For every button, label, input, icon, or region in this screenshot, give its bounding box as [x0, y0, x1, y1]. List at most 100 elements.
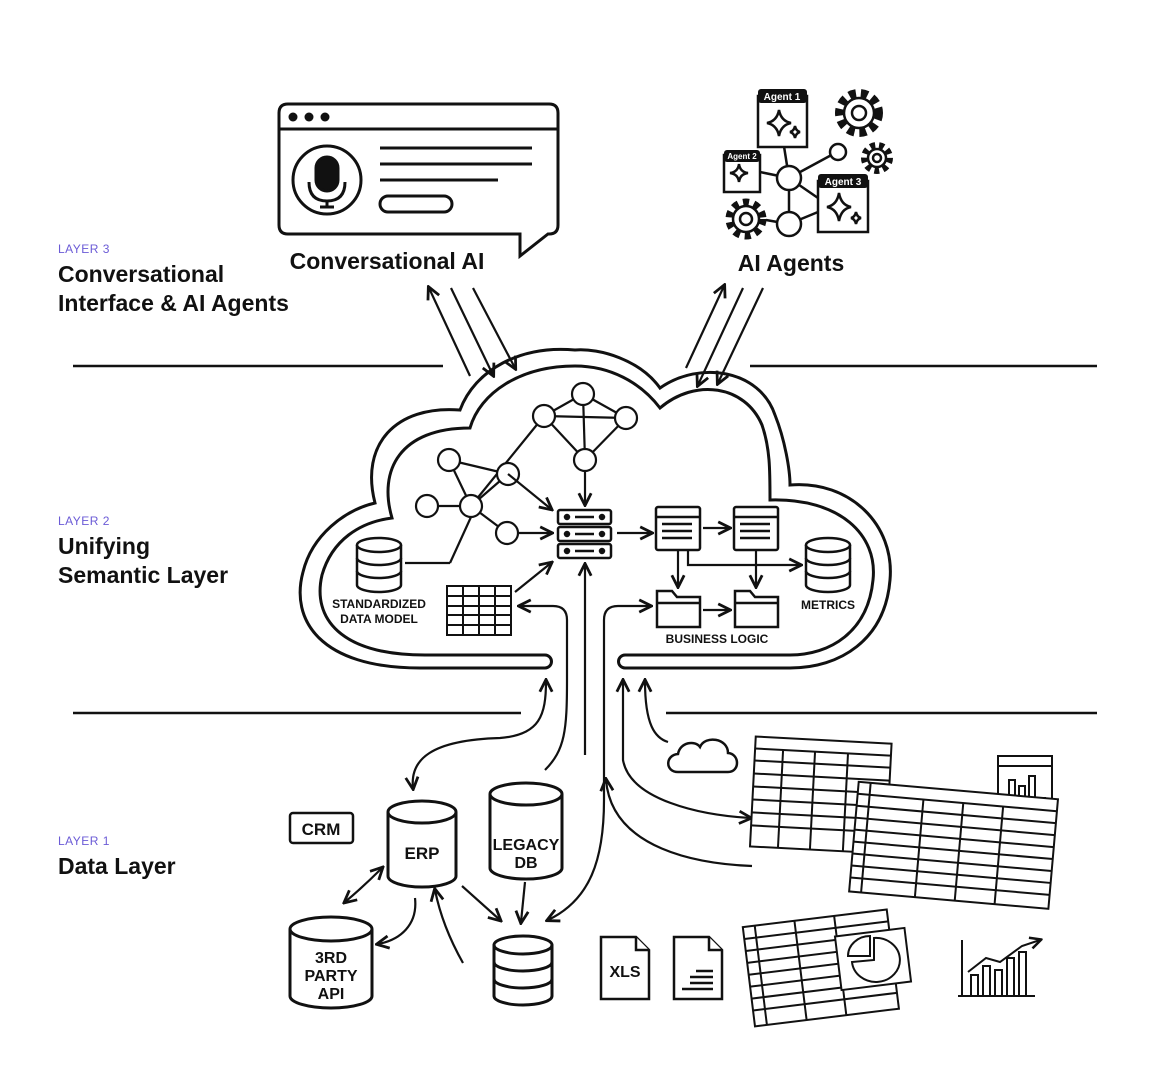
- connector: [448, 516, 473, 564]
- graph-node: [436, 447, 462, 473]
- graph-node: [458, 493, 484, 519]
- legacy-label-line-2: DB: [514, 855, 537, 872]
- layer-1-tag: LAYER 1: [58, 834, 110, 848]
- agent-badge: [818, 174, 868, 188]
- api-label-line-1: 3RD: [315, 950, 347, 967]
- arrow: [461, 885, 500, 920]
- arrow: [548, 606, 650, 920]
- agent-2-badge-label: Agent 2: [727, 152, 757, 161]
- xls-label: XLS: [609, 964, 640, 981]
- folder-icons: [655, 589, 780, 629]
- arrow: [472, 287, 515, 368]
- agent-1-badge-label: Agent 1: [764, 92, 801, 103]
- arrow: [450, 287, 493, 375]
- standardized-label-line-1: STANDARDIZED: [332, 597, 426, 611]
- text-file-icon: [672, 935, 724, 1001]
- layer-3-title-line-1: Conversational: [58, 261, 225, 287]
- erp-database-icon: [386, 799, 458, 889]
- arrow: [413, 681, 546, 788]
- database-icon: [804, 536, 852, 594]
- metrics-label: METRICS: [801, 598, 855, 612]
- cloud-end-cap: [544, 653, 553, 670]
- gear-icon: [861, 142, 893, 174]
- graph-node: [613, 405, 639, 431]
- database-icon: [492, 934, 554, 1007]
- arrow: [685, 286, 724, 369]
- graph-node: [572, 447, 598, 473]
- agent-badge: [724, 150, 760, 162]
- layer-3-label: LAYER 3 Conversational Interface & AI Ag…: [58, 242, 289, 318]
- table-grid-icon: [446, 585, 512, 636]
- data-flow-arrows: [345, 565, 752, 964]
- document-icon: [654, 505, 702, 552]
- layer-3-title-line-2: Interface & AI Agents: [58, 290, 289, 316]
- xls-file-icon: [599, 935, 651, 1001]
- ai-agents-icon: [722, 94, 870, 238]
- folder-icon: [655, 589, 702, 629]
- legacy-database-icon: [488, 781, 564, 881]
- legacy-label-line-1: LEGACY: [493, 837, 560, 854]
- erp-label: ERP: [405, 844, 440, 863]
- layer-3-tag: LAYER 3: [58, 242, 110, 256]
- api-label-line-2: PARTY: [304, 968, 357, 985]
- layer-2-title-line-1: Unifying: [58, 533, 150, 559]
- knowledge-graph: [414, 381, 639, 546]
- graph-node: [414, 493, 440, 519]
- cloud-outer-outline: [298, 347, 892, 670]
- server-icon: [556, 508, 613, 560]
- layer-2-title-line-2: Semantic Layer: [58, 562, 229, 588]
- crm-label: CRM: [302, 820, 341, 839]
- layer-1-label: LAYER 1 Data Layer: [58, 834, 176, 881]
- line-chart-icon: [958, 940, 1040, 997]
- business-logic-label: BUSINESS LOGIC: [666, 632, 769, 646]
- agent-3-badge-label: Agent 3: [825, 177, 862, 188]
- agent-badge: [758, 89, 807, 103]
- crm-box: [288, 811, 355, 845]
- spreadsheet-window: [748, 735, 893, 855]
- document-icons: [654, 505, 780, 552]
- layer-1-title-line-1: Data Layer: [58, 853, 176, 879]
- arrow: [521, 881, 525, 922]
- folder-icon: [733, 589, 780, 629]
- ai-agents-label: AI Agents: [738, 250, 845, 276]
- layer-3-title: Conversational Interface & AI Agents: [58, 260, 289, 318]
- chat-window-icon: [277, 102, 560, 260]
- gear-icon: [835, 89, 883, 137]
- third-party-api-database-icon: [288, 915, 374, 1010]
- arrow: [435, 890, 464, 964]
- document-icon: [732, 505, 780, 552]
- top-arrows: [429, 286, 764, 385]
- arrow: [514, 563, 551, 593]
- arrow: [645, 681, 669, 744]
- arrow: [686, 551, 800, 565]
- arrow: [507, 473, 551, 509]
- graph-node: [570, 381, 596, 407]
- layer-2-title: Unifying Semantic Layer: [58, 532, 228, 590]
- conversational-ai-label: Conversational AI: [290, 248, 485, 274]
- layer-2-label: LAYER 2 Unifying Semantic Layer: [58, 514, 228, 590]
- cloud-storage-icon: [667, 738, 739, 774]
- arrow: [378, 897, 417, 944]
- arrow: [718, 287, 764, 383]
- layer-2-tag: LAYER 2: [58, 514, 110, 528]
- arrow: [623, 681, 750, 818]
- cloud-inner-outline: [318, 364, 875, 657]
- layer-1-title: Data Layer: [58, 852, 176, 881]
- cloud-end-cap: [617, 653, 626, 670]
- arrow: [520, 606, 569, 771]
- spreadsheet-window: [848, 780, 1060, 910]
- arrow: [429, 288, 471, 377]
- arrow: [345, 868, 382, 902]
- microphone-icon: [291, 144, 363, 216]
- agent-badges: Agent 1 Agent 2 Agent 3: [724, 89, 868, 188]
- api-label-line-3: API: [318, 986, 345, 1003]
- pie-chart-icon: [833, 926, 913, 992]
- database-icon: [355, 536, 403, 594]
- graph-node: [531, 403, 557, 429]
- gear-icons: [725, 89, 893, 240]
- graph-node: [494, 520, 520, 546]
- arrow: [698, 287, 744, 385]
- standardized-label-line-2: DATA MODEL: [340, 612, 418, 626]
- gear-icon: [725, 198, 767, 240]
